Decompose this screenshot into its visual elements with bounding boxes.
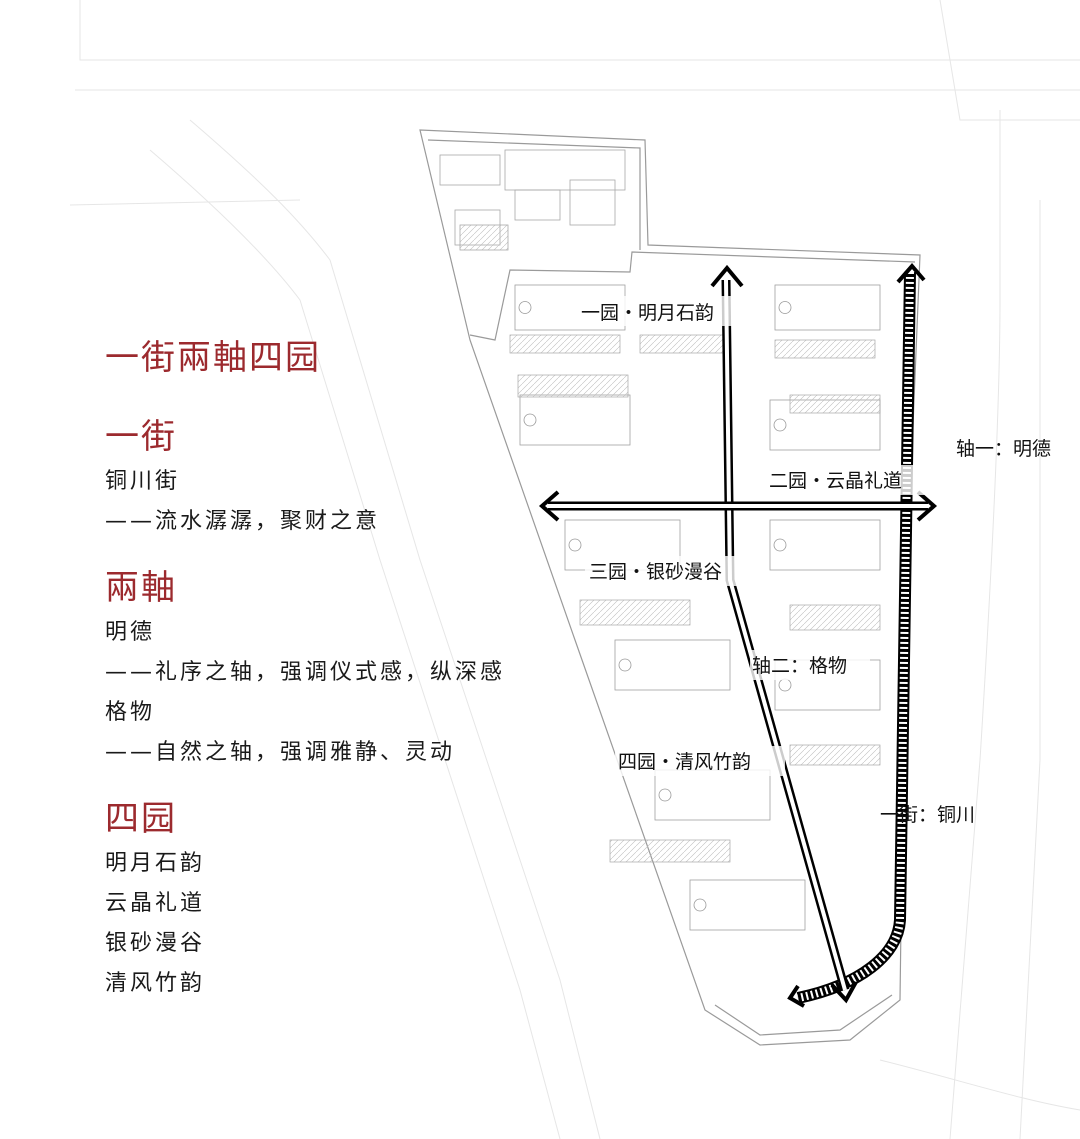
building-entrance-mark <box>778 301 792 314</box>
building-footprint <box>654 769 771 821</box>
legend-title: 一街兩軸四园 <box>105 338 321 378</box>
garden-item-4: 清风竹韵 <box>105 971 206 996</box>
axis1-name: 明德 <box>105 620 156 645</box>
site-boundary <box>419 129 921 1046</box>
building-entrance-mark <box>778 678 792 692</box>
building-entrance-mark <box>518 301 532 314</box>
axis2-desc: ——自然之轴，强调雅静、灵动 <box>105 740 456 765</box>
axis1-desc: ——礼序之轴，强调仪式感，纵深感 <box>105 660 506 685</box>
gardens-heading: 四园 <box>105 799 177 839</box>
street-desc: ——流水潺潺，聚财之意 <box>105 509 381 534</box>
street-name: 铜川街 <box>105 469 181 494</box>
axis-horizontal <box>538 490 938 522</box>
hatched-strip <box>789 604 881 631</box>
label-axis1: 轴一：明德 <box>956 438 1051 460</box>
top-building-block <box>439 149 626 251</box>
garden-item-1: 明月石韵 <box>105 851 206 876</box>
building-entrance-mark <box>658 788 672 802</box>
label-garden3: 三园・银砂漫谷 <box>589 561 722 583</box>
building-footprint <box>769 519 881 571</box>
hatched-strip <box>789 744 881 766</box>
legend-axes-group: 兩軸 明德 ——礼序之轴，强调仪式感，纵深感 格物 ——自然之轴，强调雅静、灵动 <box>105 560 505 773</box>
garden-item-2: 云晶礼道 <box>105 891 206 916</box>
axis1-arrow-head-top <box>710 264 744 288</box>
street-route <box>787 262 926 1008</box>
building-entrance-mark <box>568 538 582 552</box>
hatched-strip <box>774 339 876 359</box>
label-axis2: 轴二：格物 <box>752 655 847 677</box>
axis-mingde <box>710 264 858 1004</box>
hatched-strip <box>517 374 629 398</box>
building-entrance-mark <box>618 658 632 672</box>
axes-heading: 兩軸 <box>105 568 177 608</box>
label-street: 一街：铜川 <box>880 804 975 826</box>
legend-street-group: 一街 铜川街 ——流水潺潺，聚财之意 <box>105 409 505 542</box>
building-entrance-mark <box>773 538 787 552</box>
background-roads <box>69 0 1080 1139</box>
building-footprint <box>519 394 631 446</box>
street-arrow-head-bottom <box>787 984 805 1008</box>
label-garden4: 四园・清风竹韵 <box>618 751 751 773</box>
hatched-strip <box>789 394 881 414</box>
map-labels: 一园・明月石韵 二园・云晶礼道 三园・银砂漫谷 四园・清风竹韵 轴一：明德 轴二… <box>578 296 1051 826</box>
street-arrow-head-top <box>896 262 926 284</box>
building-footprint <box>774 284 881 331</box>
street-heading: 一街 <box>105 417 177 457</box>
label-garden1: 一园・明月石韵 <box>581 302 714 324</box>
label-garden2: 二园・云晶礼道 <box>769 470 902 492</box>
legend-panel: 一街兩軸四园 一街 铜川街 ——流水潺潺，聚财之意 兩軸 明德 ——礼序之轴，强… <box>105 330 505 1022</box>
legend-gardens-group: 四园 明月石韵 云晶礼道 银砂漫谷 清风竹韵 <box>105 791 505 1004</box>
axis2-name: 格物 <box>105 700 156 725</box>
hatched-strip <box>609 839 731 863</box>
building-footprint <box>614 639 731 691</box>
hatched-strips <box>509 334 881 863</box>
axis-left-arrow-head <box>538 490 560 522</box>
axis1-arrow-head-bottom <box>830 981 858 1004</box>
hatched-strip <box>579 599 691 626</box>
building-entrance-mark <box>693 898 707 912</box>
building-entrance-mark <box>523 413 537 427</box>
building-footprint <box>689 879 806 931</box>
building-entrance-mark <box>773 418 787 432</box>
axis-right-arrow-head <box>916 490 938 522</box>
garden-item-3: 银砂漫谷 <box>105 931 206 956</box>
hatched-strip <box>509 334 621 354</box>
hatched-strip <box>639 334 731 354</box>
